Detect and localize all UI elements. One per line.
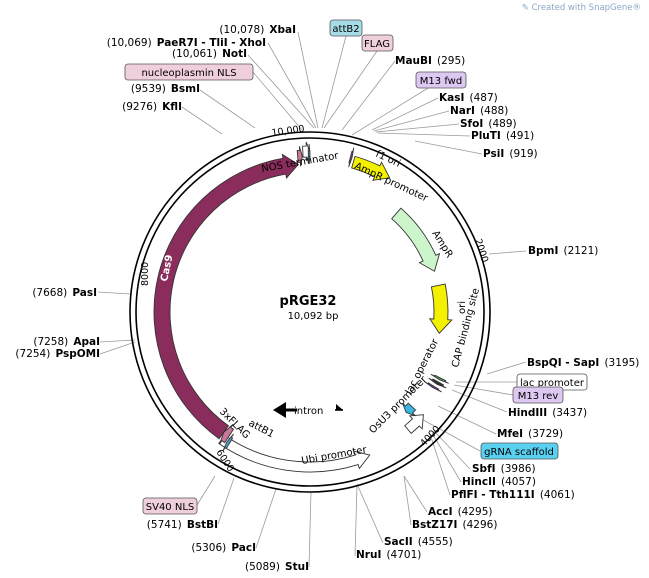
feature-m13-fwd [348,147,355,168]
site-paer7i-tlii-xhoi: (10,069) PaeR7I - TliI - XhoI [107,31,266,50]
site-bpmi: BpmI (2121) [528,239,598,258]
site-kfli: (9276) KflI [122,95,182,114]
callout-m13-fwd: M13 fwd [415,71,467,89]
feature-3xflag [219,423,235,445]
label-cap-binding-site: CAP binding site [450,287,482,369]
backbone-outer [129,131,491,493]
snapgene-watermark: ✎ Created with SnapGene® [522,3,641,13]
callout-lac-promoter-text: lac promoter [520,378,585,389]
site-paci: (5306) PacI [191,536,256,555]
feature-arrows [153,141,453,473]
site-noti: (10,061) NotI [172,42,247,61]
plasmid-name: pRGE32 [280,294,337,309]
site-bstbi: (5741) BstBI [147,513,218,532]
feature-ori [428,283,453,334]
site-xbai: (10,078) XbaI [219,18,296,37]
plasmid-size: 10,092 bp [288,311,339,322]
site-pspomi: (7254) PspOMI [15,342,100,361]
callout-grna-scaffold-text: gRNA scaffold [484,447,554,458]
feature-cap-binding-site [430,373,449,384]
site-psii: PsiI (919) [483,142,538,161]
label-cas9: Cas9 [159,254,175,283]
site-nrui: NruI (4701) [356,543,421,562]
tick-2000: 2000 [472,238,490,264]
feature-cas9 [153,153,299,440]
callout-m13-fwd-text: M13 fwd [420,76,462,87]
site-hindiii: HindIII (3437) [508,401,587,420]
label-ampr-promoter: AmpR promoter [353,161,430,205]
site-sacii: SacII (4555) [384,530,453,549]
site-pasi: (7668) PasI [32,281,97,300]
tick-8000: 8000 [140,262,151,286]
site-acci: AccI (4295) [428,500,493,519]
site-stui: (5089) StuI [245,555,309,574]
callout-attb2: attB2 [329,19,363,37]
feature-attb1 [222,433,234,452]
site-sbfi: SbfI (3986) [472,457,536,476]
site-kasi: KasI (487) [439,86,498,105]
intron-arrow-icon [273,402,343,418]
site-pflfi-tth111i: PflFI - Tth111I (4061) [451,483,575,502]
feature-nucleoplasmin-nls [296,146,303,167]
feature-ampr [391,207,441,272]
watermark-text: Created with SnapGene® [531,3,641,13]
feature-osu3-promoter [404,414,424,435]
callout-grna-scaffold: gRNA scaffold [480,442,559,460]
site-hincii: HincII (4057) [462,470,536,489]
site-nari: NarI (488) [450,99,508,118]
snapgene-logo-icon: ✎ [521,3,532,13]
site-pluti: PluTI (491) [471,124,534,143]
label-ori: ori [457,301,468,314]
tick-10000: 10,000 [271,123,305,139]
callout-attb2-text: attB2 [332,24,359,35]
callout-flag: FLAG [361,34,394,52]
callout-m13-rev: M13 rev [512,386,564,404]
callout-m13-rev-text: M13 rev [518,391,559,402]
feature-m13-rev [424,381,442,393]
site-bspqi-sapi: BspQI - SapI (3195) [527,351,639,370]
label-intron: intron [294,406,323,417]
site-apai: (7258) ApaI [33,330,100,349]
backbone-inner [135,137,485,487]
callout-sv40-nls-text: SV40 NLS [146,502,195,513]
feature-grna-scaffold [402,402,417,417]
restriction-site-labels: (10,078) XbaI (10,069) PaeR7I - TliI - X… [15,18,639,574]
feature-callouts: attB2 FLAG M13 fwd nucleoplasmin NLS lac… [124,19,588,515]
callout-flag-text: FLAG [364,39,390,50]
callout-nucleoplasmin-nls: nucleoplasmin NLS [124,63,254,81]
label-attb1: attB1 [247,418,276,440]
site-bstz17i: BstZ17I (4296) [412,513,497,532]
feature-f1-ori [351,155,391,181]
site-bsmi: (9539) BsmI [131,77,200,96]
site-maubi: MauBI (295) [395,49,465,68]
feature-attb2 [307,143,311,165]
callout-nucleoplasmin-nls-text: nucleoplasmin NLS [141,68,236,79]
site-sfoi: SfoI (489) [460,112,517,131]
callout-sv40-nls: SV40 NLS [142,497,198,515]
feature-lac-promoter [428,377,447,389]
site-mfei: MfeI (3729) [497,422,563,441]
